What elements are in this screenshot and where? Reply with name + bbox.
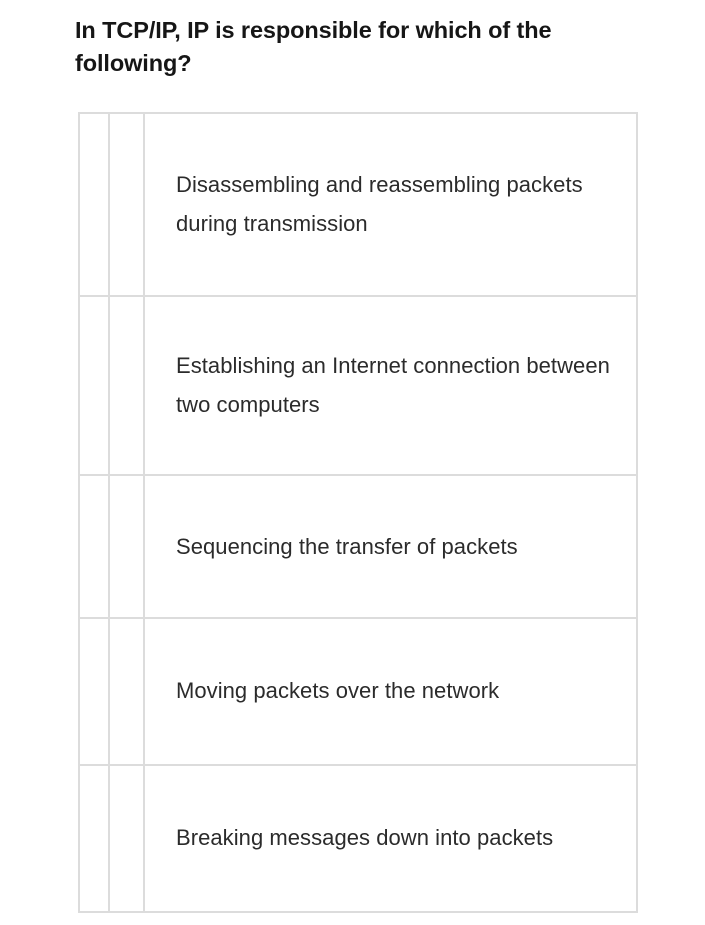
option-label: Sequencing the transfer of packets: [176, 533, 518, 559]
option-text-cell[interactable]: Disassembling and reassembling packets d…: [145, 114, 636, 295]
option-selector-cell[interactable]: [80, 619, 110, 764]
option-text-cell[interactable]: Moving packets over the network: [145, 619, 636, 763]
option-text-cell[interactable]: Breaking messages down into packets: [145, 766, 636, 911]
table-row[interactable]: Establishing an Internet connection betw…: [80, 297, 636, 477]
table-row[interactable]: Sequencing the transfer of packets: [80, 476, 636, 620]
options-table: Disassembling and reassembling packets d…: [78, 112, 638, 913]
option-label: Breaking messages down into packets: [176, 825, 554, 851]
table-row[interactable]: Moving packets over the network: [80, 619, 636, 766]
option-letter-cell[interactable]: [110, 297, 145, 475]
option-letter-cell[interactable]: [110, 476, 145, 618]
question-title: In TCP/IP, IP is responsible for which o…: [75, 17, 552, 76]
option-letter-cell[interactable]: [110, 619, 145, 764]
option-selector-cell[interactable]: [80, 476, 110, 618]
table-row[interactable]: Disassembling and reassembling packets d…: [80, 114, 636, 298]
option-selector-cell[interactable]: [80, 765, 110, 911]
option-selector-cell[interactable]: [80, 297, 110, 475]
option-label: Establishing an Internet connection betw…: [176, 353, 610, 417]
option-letter-cell[interactable]: [110, 114, 145, 296]
option-selector-cell[interactable]: [80, 114, 110, 296]
option-label: Disassembling and reassembling packets d…: [176, 172, 583, 236]
option-letter-cell[interactable]: [110, 765, 145, 911]
option-label: Moving packets over the network: [176, 678, 500, 704]
table-row[interactable]: Breaking messages down into packets: [80, 765, 636, 911]
option-text-cell[interactable]: Establishing an Internet connection betw…: [145, 297, 636, 474]
option-text-cell[interactable]: Sequencing the transfer of packets: [145, 476, 636, 617]
